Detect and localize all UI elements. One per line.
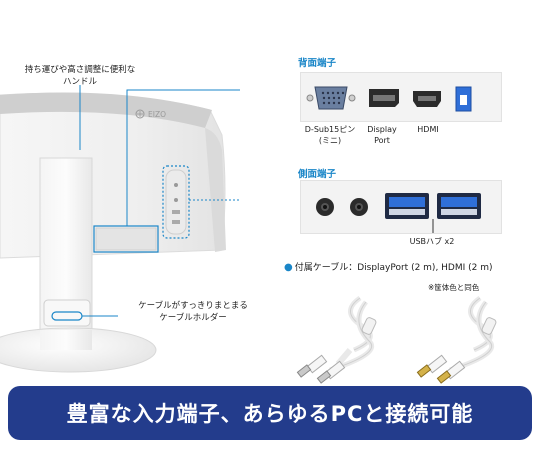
- usb-a-port-icon: [385, 193, 429, 219]
- displayport-label: Display Port: [367, 125, 397, 145]
- monitor-top-band: [0, 92, 212, 128]
- side-port-dot: [174, 183, 178, 187]
- rear-ports-panel: [300, 72, 502, 122]
- monitor-illustration: EIZO 持ち運びや高さ調整に便利な ハンドル: [0, 0, 240, 385]
- accessory-cables-line: ●付属ケーブル：DisplayPort (2 m), HDMI (2 m): [284, 260, 493, 273]
- cables-illustration: [290, 292, 510, 384]
- eizo-logo-icon: [135, 109, 145, 119]
- side-ports-drawing: [316, 193, 481, 233]
- cable-holder-label-line2: ケーブルホルダー: [159, 313, 227, 323]
- side-port-dot: [174, 198, 178, 202]
- rear-port-area: [95, 227, 157, 251]
- usb-a-port-icon: [437, 193, 481, 219]
- stand-foot: [40, 330, 92, 350]
- hdmi-port-icon: [413, 91, 441, 107]
- feature-banner: 豊富な入力端子、あらゆるPCと接続可能: [8, 386, 532, 440]
- monitor-side-edge: [205, 128, 226, 252]
- rear-ports-callout-line: [126, 89, 240, 226]
- handle-label-line1: 持ち運びや高さ調整に便利な: [24, 65, 136, 75]
- brand-logo-text: EIZO: [148, 110, 166, 119]
- displayport-cable-icon: [296, 295, 377, 384]
- cable-holder-label: ケーブルがすっきりまとまる ケーブルホルダー: [118, 300, 268, 324]
- rear-ports-highlight-box: [93, 225, 159, 253]
- banner-text: 豊富な入力端子、あらゆるPCと接続可能: [66, 402, 474, 426]
- audio-jack-icon: [316, 198, 334, 216]
- cables-drawing: [296, 295, 497, 384]
- side-ports-highlight-box: [162, 165, 190, 239]
- cable-holder: [43, 299, 91, 327]
- audio-jack-icon: [350, 198, 368, 216]
- cable-holder-label-line1: ケーブルがすっきりまとまる: [138, 301, 248, 311]
- usb-b-port-icon: [455, 86, 472, 112]
- side-ports-panel: [300, 180, 502, 234]
- monitor-drawing: EIZO: [0, 85, 240, 373]
- handle-label: 持ち運びや高さ調整に便利な ハンドル: [20, 64, 140, 88]
- side-ports-title: 側面端子: [298, 169, 337, 180]
- hdmi-port-label: HDMI: [417, 125, 439, 134]
- displayport-icon: [369, 89, 399, 107]
- hdmi-cable-icon: [416, 295, 497, 384]
- bullet-dot-icon: ●: [284, 262, 293, 273]
- vga-port-icon: [306, 86, 356, 110]
- side-port-slot: [172, 220, 180, 224]
- handle-label-line2: ハンドル: [62, 77, 97, 87]
- accessory-note: ※筐体色と同色: [428, 283, 480, 292]
- accessory-cables-text: 付属ケーブル：DisplayPort (2 m), HDMI (2 m): [294, 263, 493, 273]
- side-port-slot: [172, 210, 180, 214]
- rear-ports-drawing: [306, 86, 472, 112]
- rear-ports-title: 背面端子: [298, 58, 337, 69]
- vga-port-label: D-Sub15ピン (ミニ): [304, 125, 356, 145]
- usb-hub-label: USBハブ x2: [409, 237, 455, 246]
